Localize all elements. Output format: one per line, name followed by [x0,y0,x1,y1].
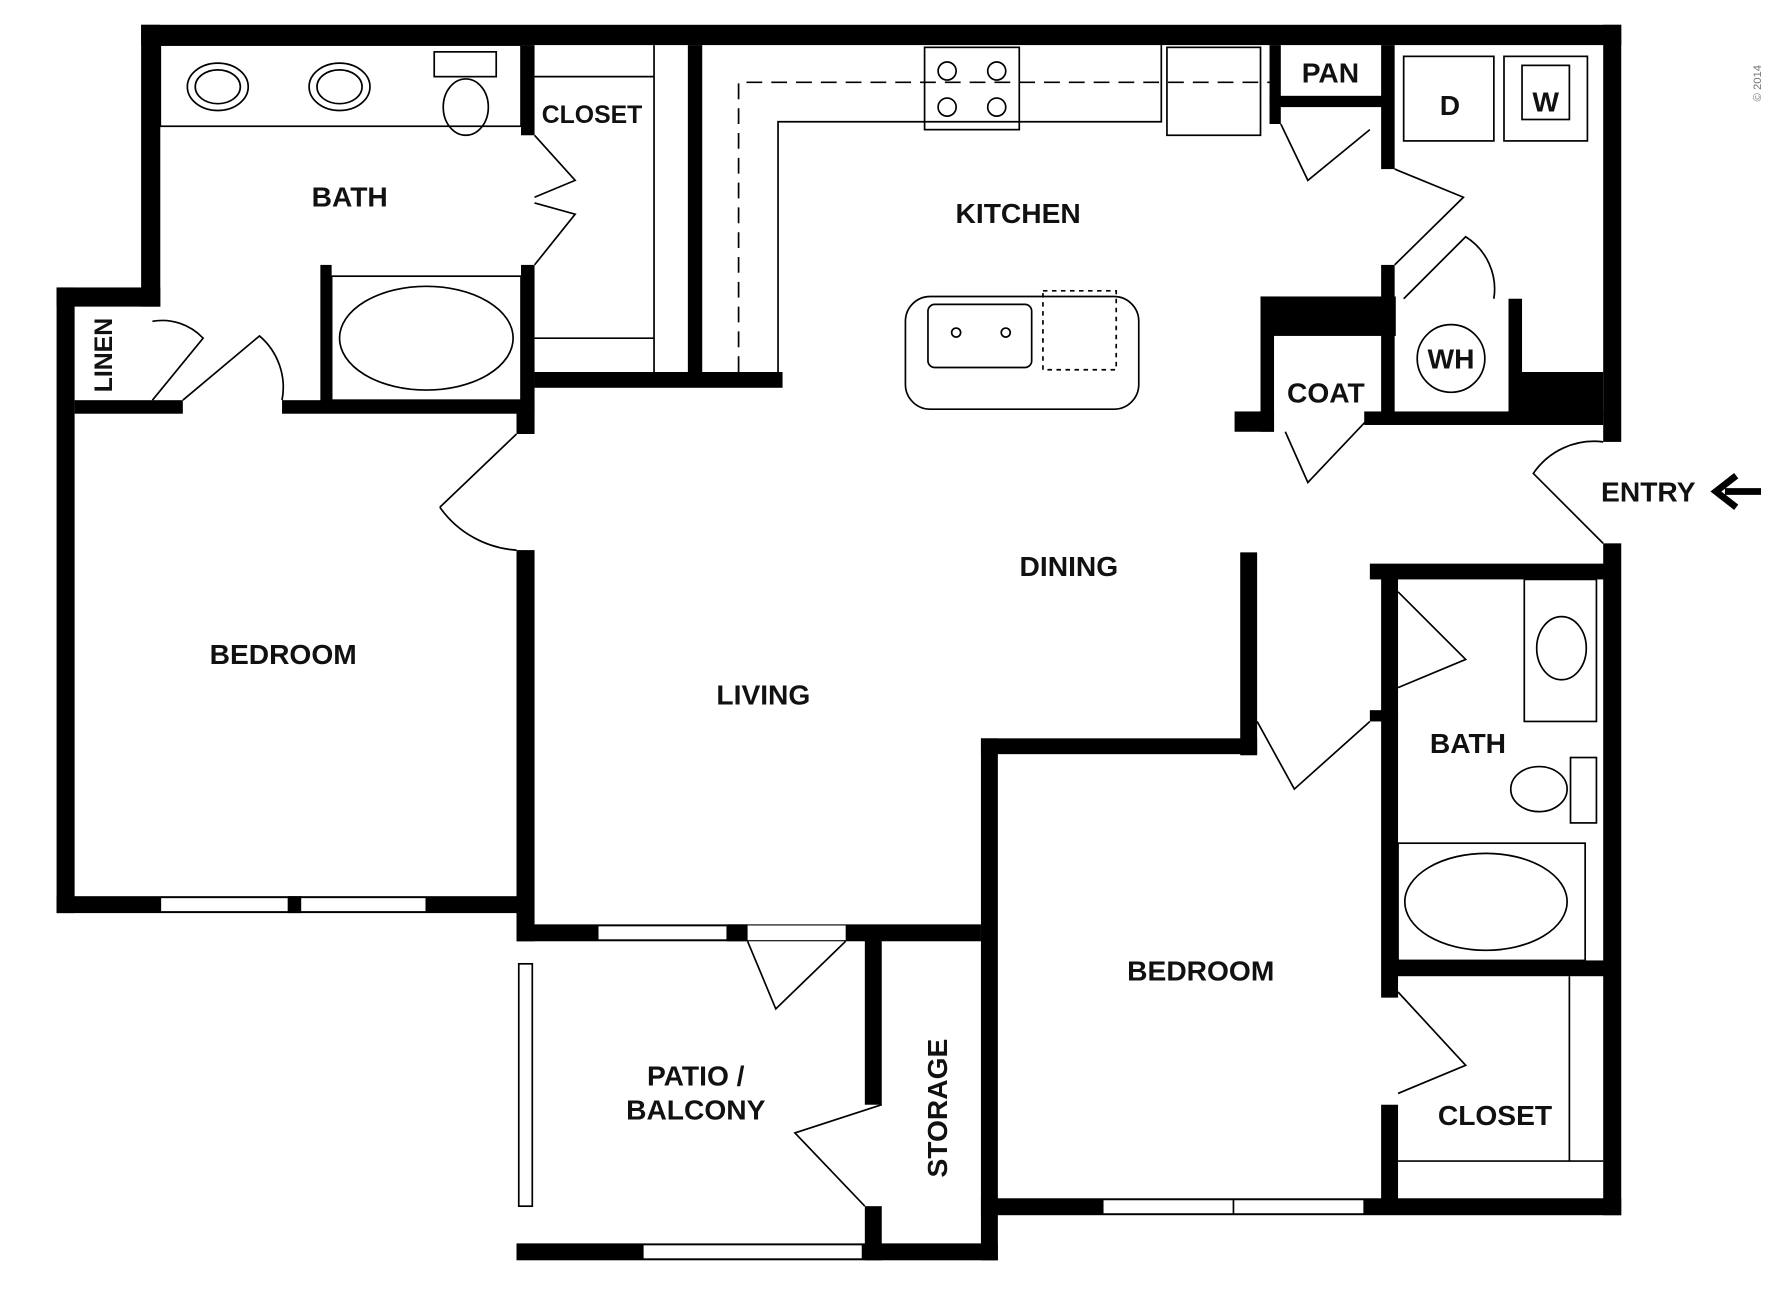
master-bedroom-label: BEDROOM [210,638,357,670]
doors [151,123,1604,1207]
water-heater-label: WH [1428,343,1475,375]
dining-label: DINING [1020,550,1119,582]
patio-label-line1: PATIO / [647,1060,745,1092]
entry-label: ENTRY [1601,476,1696,508]
copyright-text: © 2014 [1752,65,1764,102]
master-bath-label: BATH [312,180,388,212]
arrow-left-icon [1710,473,1762,510]
patio-label-line2: BALCONY [626,1093,766,1125]
washer-label: W [1532,86,1559,118]
fixtures [159,44,1604,1162]
kitchen-label: KITCHEN [956,197,1081,229]
coat-label: COAT [1287,376,1365,408]
living-label: LIVING [716,679,810,711]
dryer-label: D [1440,89,1460,121]
master-closet-label: CLOSET [542,102,643,129]
second-closet-label: CLOSET [1438,1099,1552,1131]
room-labels: BATH CLOSET KITCHEN PAN D W LINEN WH COA… [91,56,1696,1177]
walls [56,24,1622,1261]
second-bath-label: BATH [1430,727,1506,759]
linen-label: LINEN [91,318,118,392]
pantry-label: PAN [1302,56,1359,88]
second-bedroom-label: BEDROOM [1127,955,1274,987]
storage-label: STORAGE [921,1039,953,1178]
